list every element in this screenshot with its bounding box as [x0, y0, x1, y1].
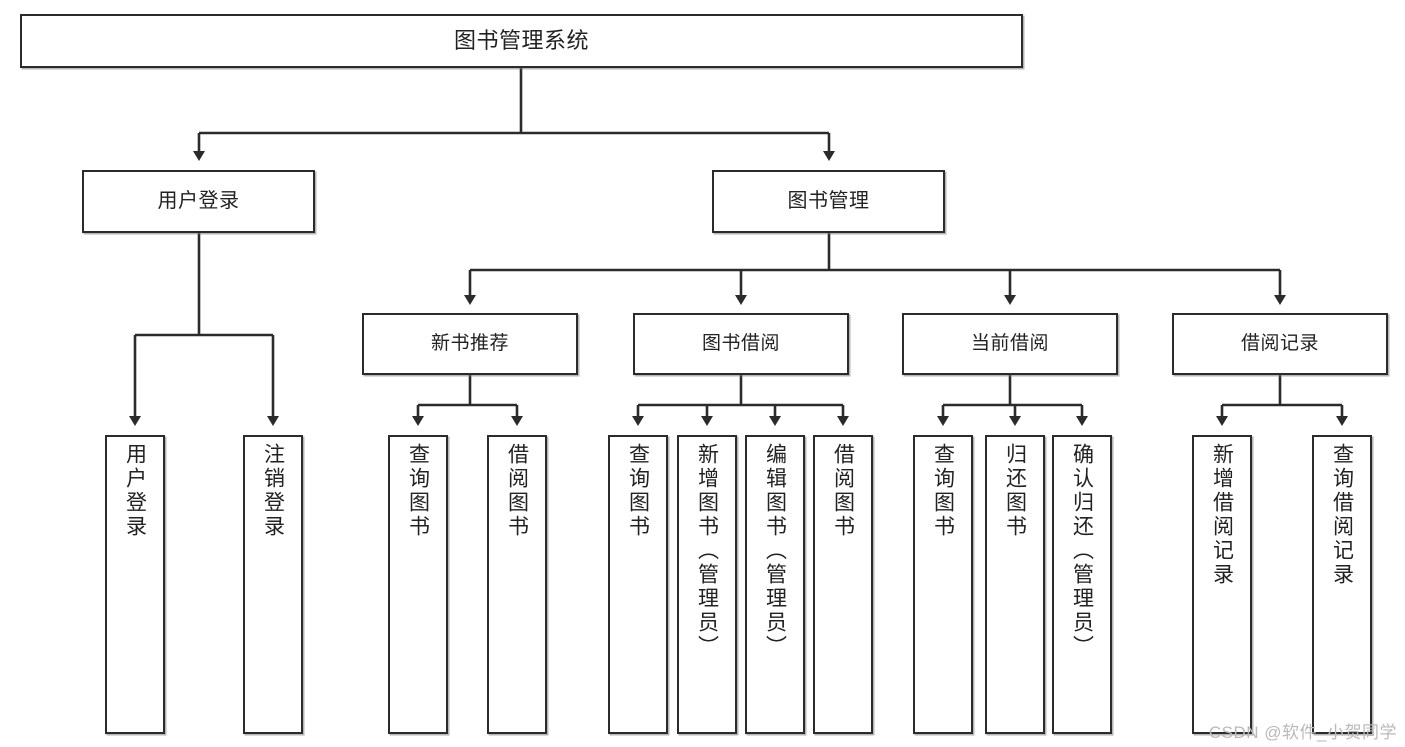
node-root-label: 图书管理系统 — [453, 27, 589, 53]
node-book-manage[interactable]: 图书管理 — [712, 170, 945, 233]
leaf-borrow-book-2[interactable]: 借阅图书 — [813, 435, 873, 734]
node-current-borrow[interactable]: 当前借阅 — [902, 313, 1118, 375]
leaf-query-book-2-label: 查询图书 — [626, 443, 650, 539]
leaf-add-record[interactable]: 新增借阅记录 — [1192, 435, 1252, 734]
node-new-book-rec-label: 新书推荐 — [430, 333, 509, 355]
leaf-return-book-label: 归还图书 — [1003, 443, 1027, 539]
leaf-query-book-3[interactable]: 查询图书 — [913, 435, 973, 734]
leaf-borrow-book-1[interactable]: 借阅图书 — [487, 435, 547, 734]
node-book-manage-label: 图书管理 — [787, 190, 870, 213]
leaf-query-book-1-label: 查询图书 — [406, 443, 430, 539]
leaf-query-record[interactable]: 查询借阅记录 — [1312, 435, 1372, 734]
leaf-user-login-label: 用户登录 — [123, 443, 147, 539]
leaf-query-book-3-label: 查询图书 — [931, 443, 955, 539]
node-borrow-record-label: 借阅记录 — [1240, 333, 1319, 355]
leaf-borrow-book-1-label: 借阅图书 — [505, 443, 529, 539]
node-user-login-label: 用户登录 — [157, 190, 240, 213]
leaf-user-login[interactable]: 用户登录 — [105, 435, 165, 734]
node-book-borrow-label: 图书借阅 — [701, 333, 780, 355]
node-book-borrow[interactable]: 图书借阅 — [633, 313, 849, 375]
leaf-confirm-return[interactable]: 确认归还（管理员） — [1052, 435, 1112, 734]
leaf-query-book-2[interactable]: 查询图书 — [608, 435, 668, 734]
leaf-query-book-1[interactable]: 查询图书 — [388, 435, 448, 734]
leaf-return-book[interactable]: 归还图书 — [985, 435, 1045, 734]
node-user-login[interactable]: 用户登录 — [82, 170, 315, 233]
leaf-edit-book[interactable]: 编辑图书（管理员） — [745, 435, 805, 734]
leaf-edit-book-label: 编辑图书（管理员） — [763, 443, 787, 659]
leaf-confirm-return-label: 确认归还（管理员） — [1070, 443, 1094, 659]
node-current-borrow-label: 当前借阅 — [970, 333, 1049, 355]
leaf-borrow-book-2-label: 借阅图书 — [831, 443, 855, 539]
leaf-query-record-label: 查询借阅记录 — [1330, 443, 1354, 587]
node-borrow-record[interactable]: 借阅记录 — [1172, 313, 1388, 375]
leaf-add-book-label: 新增图书（管理员） — [695, 443, 719, 659]
node-root[interactable]: 图书管理系统 — [20, 14, 1023, 68]
leaf-add-book[interactable]: 新增图书（管理员） — [677, 435, 737, 734]
node-new-book-rec[interactable]: 新书推荐 — [362, 313, 578, 375]
leaf-add-record-label: 新增借阅记录 — [1210, 443, 1234, 587]
leaf-user-logout[interactable]: 注销登录 — [243, 435, 303, 734]
leaf-user-logout-label: 注销登录 — [261, 443, 285, 539]
